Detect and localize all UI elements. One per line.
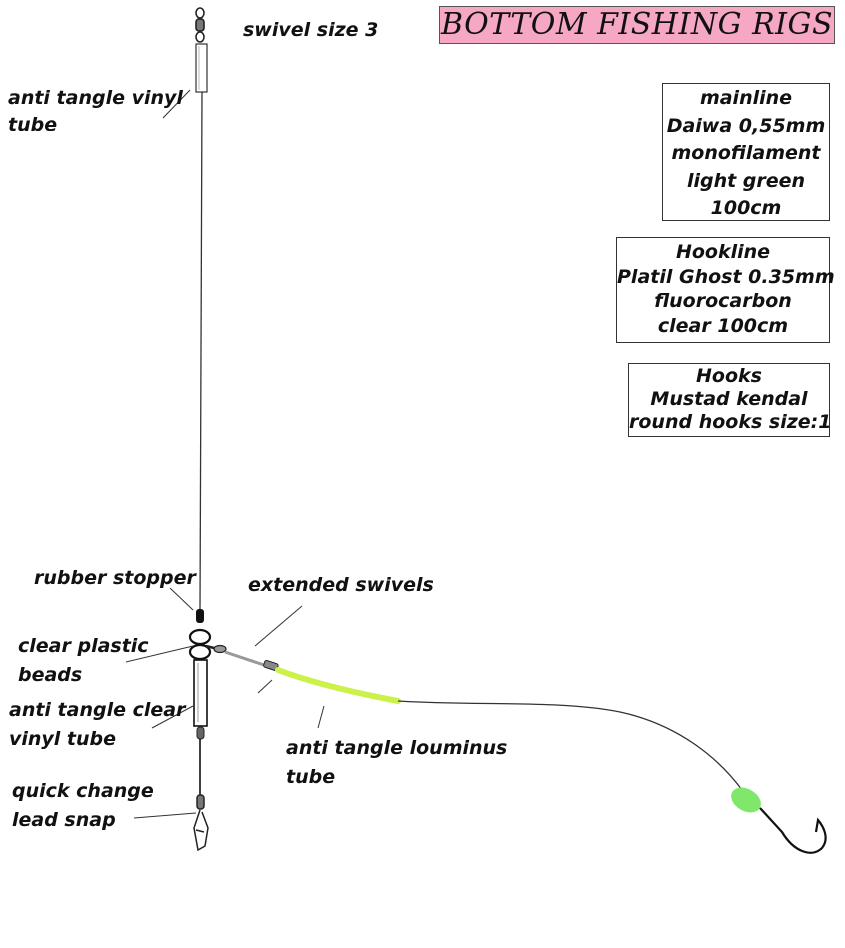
label-anti-tangle-vinyl-line2: tube (8, 114, 58, 131)
luminous-bead (731, 787, 761, 813)
label-clear-tube-line1: anti tangle clear (9, 699, 186, 721)
mainline-line2: Daiwa 0,55mm (666, 114, 826, 137)
top-swivel (195, 7, 205, 43)
mainline-line1: mainline (699, 87, 793, 109)
mainline (199, 91, 203, 611)
mainline-line4: light green (686, 169, 806, 192)
label-clear-plastic-line2: beads (18, 664, 83, 686)
label-extended-swivels: extended swivels (248, 574, 434, 596)
hook (759, 807, 827, 854)
top-vinyl-tube (195, 43, 208, 93)
luminous-tube (275, 667, 401, 704)
label-rubber-stopper: rubber stopper (34, 567, 196, 589)
label-clear-tube-line2: vinyl tube (9, 728, 117, 750)
label-louminus-line1: anti tangle louminus (286, 737, 508, 759)
clear-vinyl-tube (193, 659, 208, 727)
hookline (397, 700, 743, 791)
hookline-line2: Platil Ghost 0.35mm (617, 265, 835, 288)
hookline-line4: clear 100cm (657, 314, 789, 337)
plastic-bead-2 (188, 643, 212, 661)
label-clear-plastic-line1: clear plastic (18, 635, 149, 657)
label-louminus-line2: tube (286, 766, 336, 788)
spec-box-mainline: mainline Daiwa 0,55mm monofilament light… (662, 83, 830, 221)
hooks-line3: round hooks size:1 (629, 411, 832, 433)
extended-swivel (205, 644, 279, 671)
lead-snap (193, 794, 209, 852)
mainline-line5: 100cm (710, 197, 782, 219)
hooks-line1: Hooks (696, 365, 762, 387)
spec-box-hookline: Hookline Platil Ghost 0.35mm fluorocarbo… (616, 237, 835, 343)
plastic-bead-1 (188, 628, 212, 646)
label-swivel-size: swivel size 3 (243, 19, 379, 41)
hooks-line2: Mustad kendal (650, 388, 808, 410)
label-anti-tangle-vinyl-line1: anti tangle vinyl (8, 87, 183, 109)
spec-box-hooks: Hooks Mustad kendal round hooks size:1 (628, 363, 832, 437)
rubber-stopper (196, 609, 204, 623)
label-lead-snap-line2: lead snap (12, 809, 116, 831)
label-lead-snap-line1: quick change (12, 780, 154, 802)
hookline-line3: fluorocarbon (654, 290, 792, 312)
mainline-line3: monofilament (671, 142, 821, 164)
leader-lines (125, 89, 325, 819)
hookline-line1: Hookline (675, 241, 771, 263)
diagram-title: BOTTOM FISHING RIGS (439, 6, 835, 44)
